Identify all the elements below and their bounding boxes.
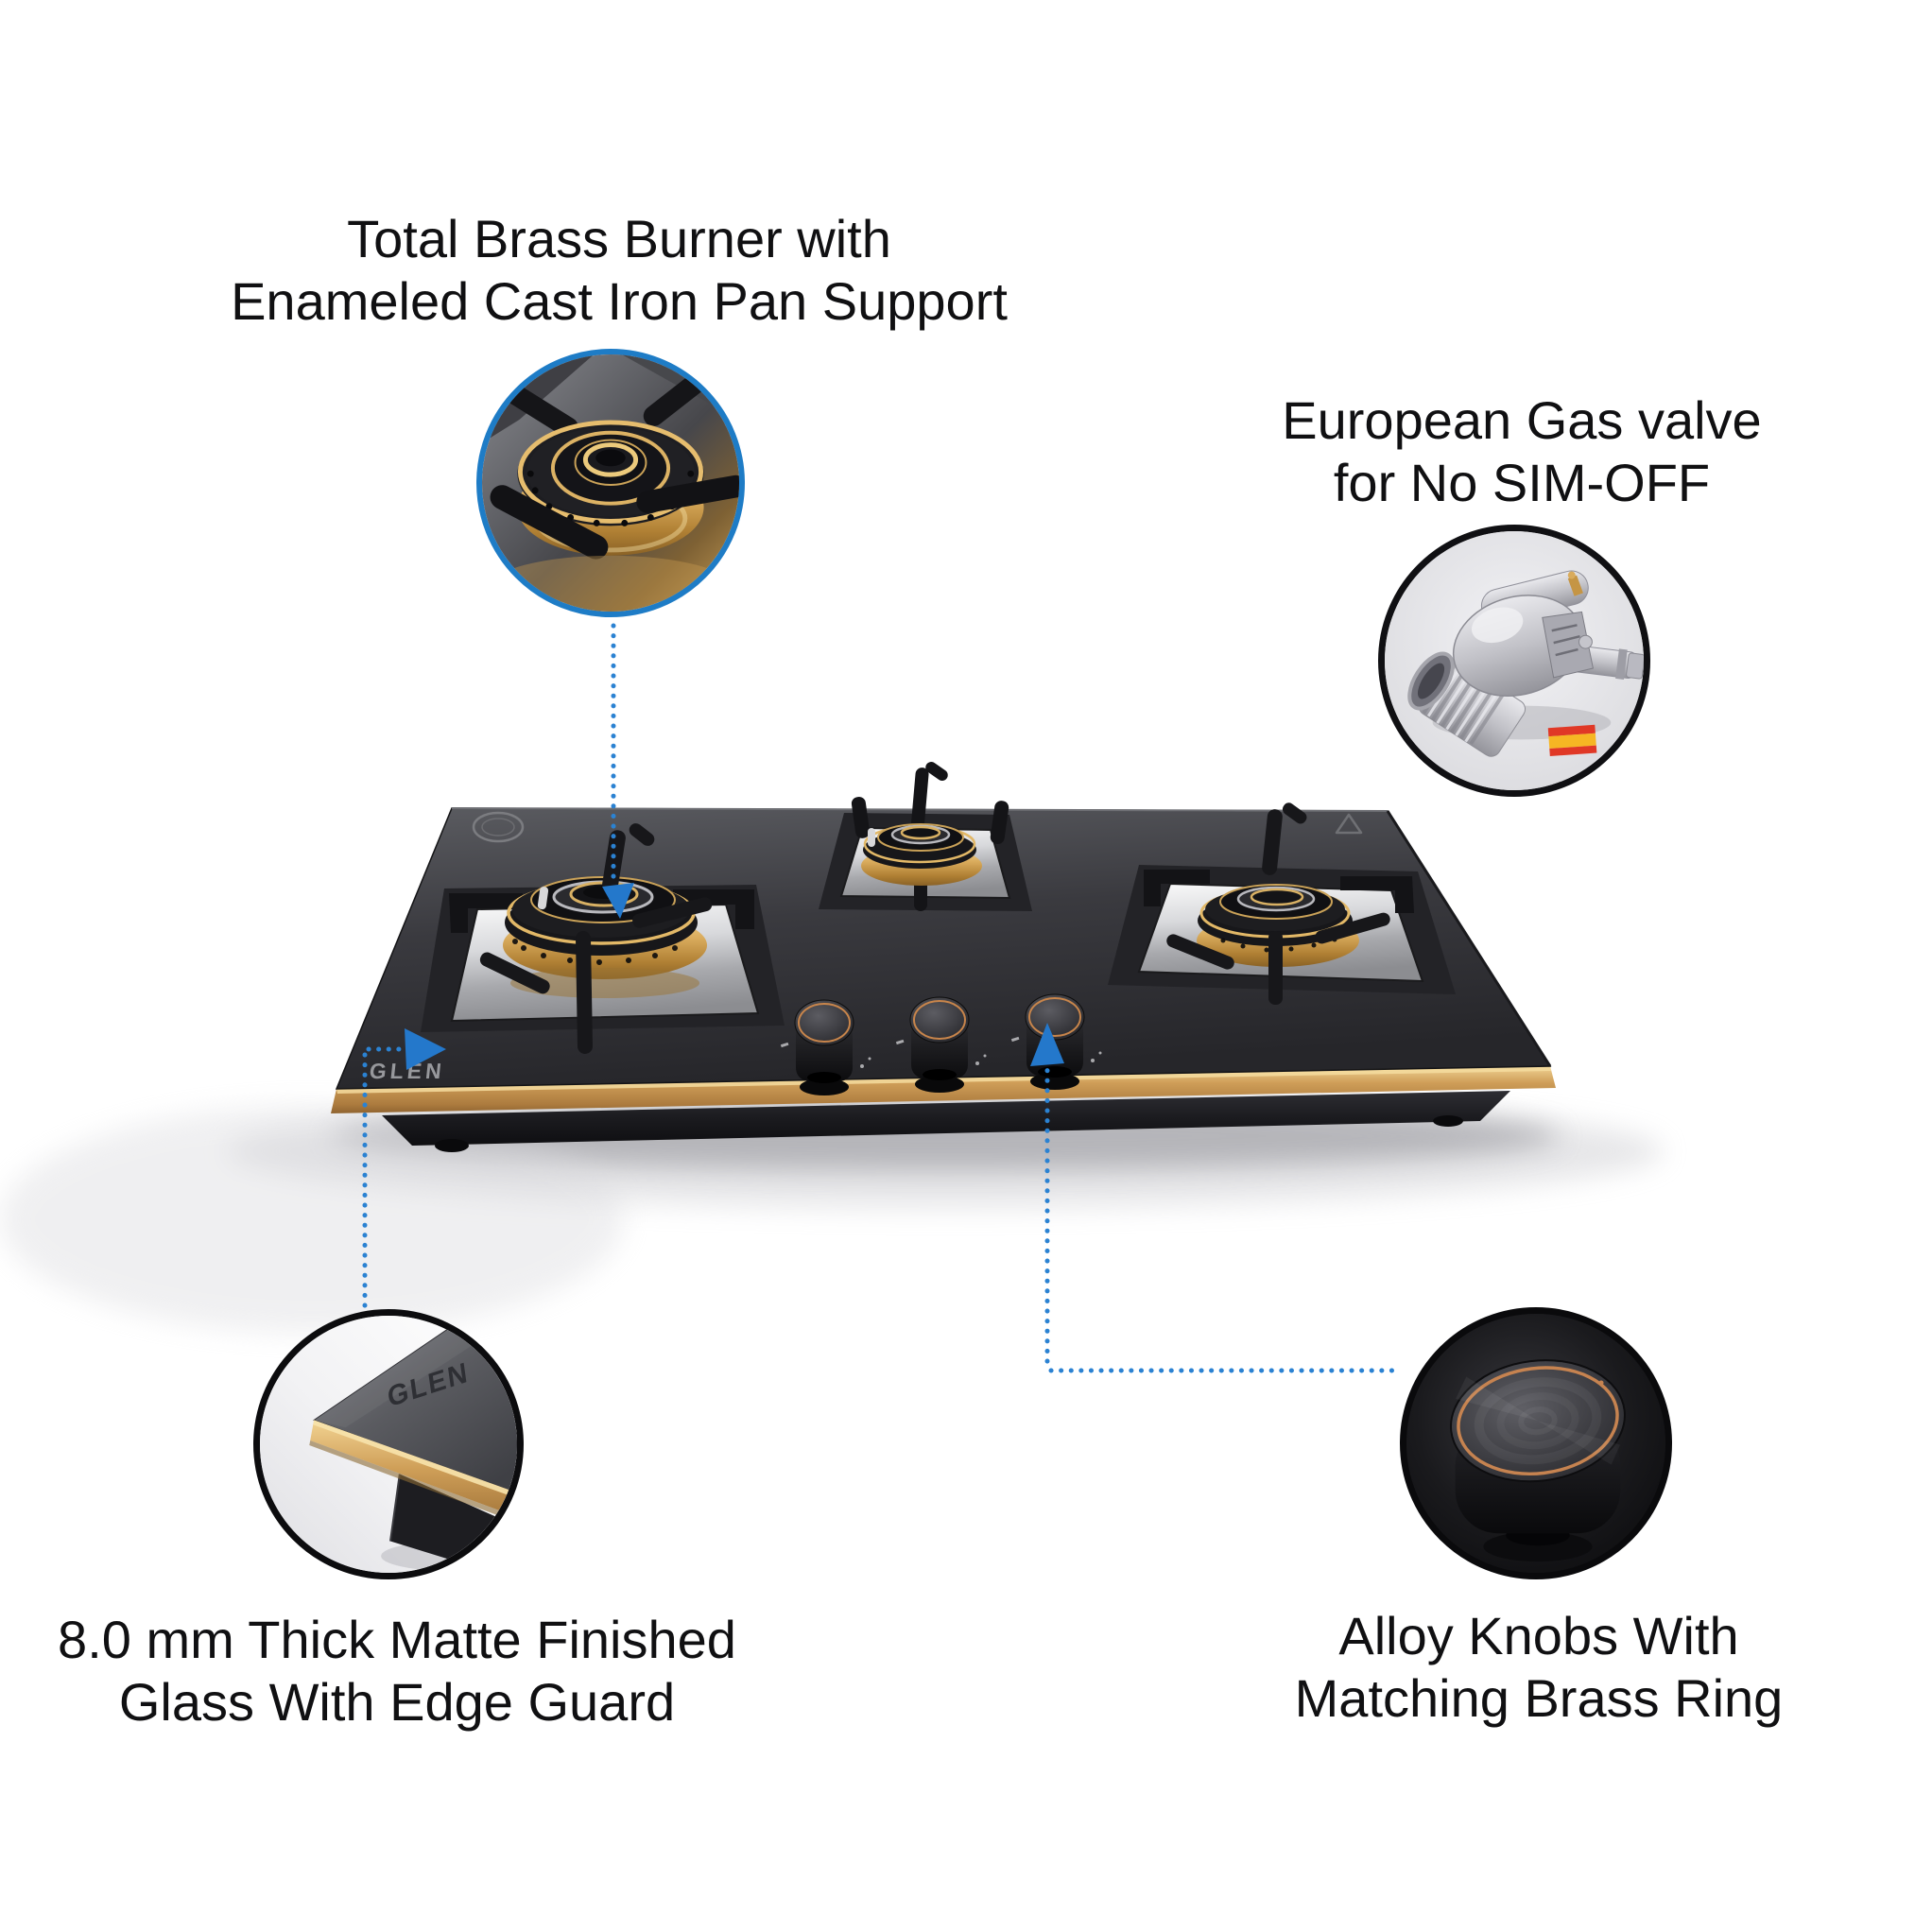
burner-center bbox=[819, 761, 1032, 911]
caption-valve: European Gas valve for No SIM-OFF bbox=[1212, 389, 1832, 514]
caption-glass-line2: Glass With Edge Guard bbox=[118, 1672, 676, 1732]
arrow-right-glass bbox=[405, 1028, 446, 1070]
knob-2 bbox=[909, 996, 970, 1093]
pan-support-prongs bbox=[479, 823, 713, 1054]
caption-valve-line2: for No SIM-OFF bbox=[1333, 453, 1711, 512]
burner-left bbox=[421, 823, 785, 1054]
glass-edge-inset-circle: GLEN bbox=[253, 1309, 524, 1579]
hob-base bbox=[382, 1091, 1510, 1152]
caption-burner-line1: Total Brass Burner with bbox=[347, 209, 891, 268]
arrow-up-knob bbox=[1030, 1023, 1064, 1066]
valve-threaded-nozzle bbox=[1407, 651, 1527, 757]
knob-inset-circle bbox=[1400, 1307, 1672, 1579]
certification-badge bbox=[472, 811, 525, 843]
support-prongs-front bbox=[490, 474, 739, 560]
warning-triangle-icon bbox=[1335, 813, 1363, 835]
base-foot bbox=[435, 1139, 469, 1152]
caption-valve-line1: European Gas valve bbox=[1282, 390, 1762, 450]
spain-flag-icon bbox=[1547, 724, 1597, 756]
base-foot bbox=[1433, 1115, 1463, 1127]
burner-closeup bbox=[482, 354, 739, 612]
valve-brass-pin bbox=[1567, 571, 1583, 596]
caption-knobs-line1: Alloy Knobs With bbox=[1338, 1606, 1739, 1665]
caption-burner-line2: Enameled Cast Iron Pan Support bbox=[231, 271, 1008, 331]
caption-knobs: Alloy Knobs With Matching Brass Ring bbox=[1178, 1605, 1900, 1730]
knob-top-face bbox=[1450, 1359, 1626, 1483]
caption-knobs-line2: Matching Brass Ring bbox=[1294, 1668, 1784, 1728]
arrow-down-burner bbox=[602, 883, 634, 919]
caption-burner: Total Brass Burner with Enameled Cast Ir… bbox=[137, 208, 1101, 333]
igniter-pin bbox=[537, 887, 549, 910]
knob-markings bbox=[780, 1036, 1102, 1068]
burner-inset-circle bbox=[476, 349, 745, 617]
burner-right bbox=[1108, 802, 1456, 1005]
edge-guard bbox=[310, 1420, 517, 1517]
caption-glass: 8.0 mm Thick Matte Finished Glass With E… bbox=[36, 1609, 758, 1734]
igniter-pin bbox=[868, 828, 875, 847]
gas-valve-closeup bbox=[1385, 531, 1644, 790]
valve-inset-circle bbox=[1378, 525, 1650, 797]
knob-1 bbox=[794, 999, 854, 1095]
valve-body bbox=[1452, 595, 1594, 698]
caption-glass-line1: 8.0 mm Thick Matte Finished bbox=[58, 1610, 736, 1669]
knob-closeup bbox=[1406, 1314, 1665, 1573]
glass-edge-closeup: GLEN bbox=[260, 1316, 517, 1573]
